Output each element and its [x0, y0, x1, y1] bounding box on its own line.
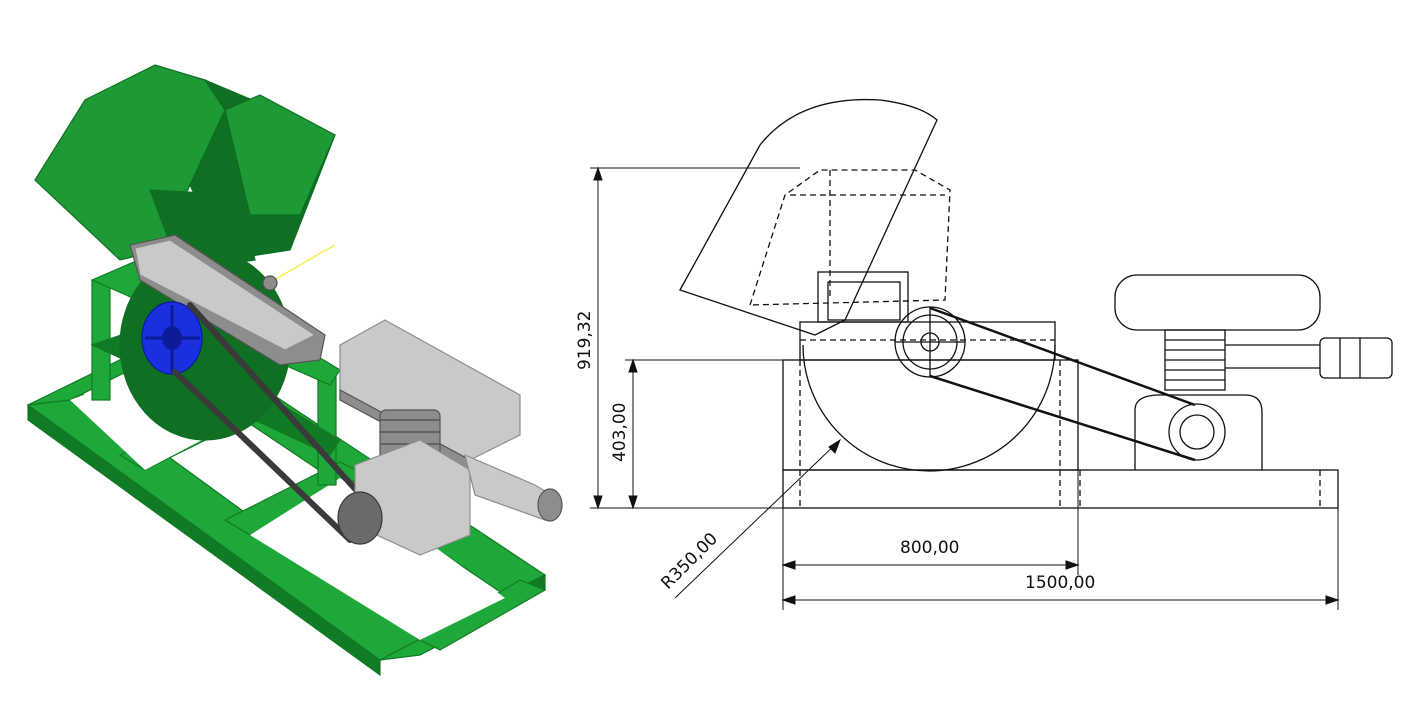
- shaft-axis-line: [264, 244, 336, 286]
- base-gap-2: [250, 478, 505, 640]
- technical-drawing: 919,32 403,00 R350,00 800,00 1500,00: [575, 98, 1393, 610]
- dim-base-height: 403,00: [610, 403, 630, 462]
- motor-pulley: [337, 491, 383, 545]
- engine: [337, 319, 563, 556]
- dim-inner-length: 800,00: [900, 538, 959, 558]
- dimension-lines: [590, 166, 1340, 610]
- base-rail-left-side: [27, 403, 381, 677]
- dim-total-length: 1500,00: [1025, 573, 1095, 593]
- engine-drawing: [1114, 274, 1393, 470]
- drive-pulley: [141, 301, 203, 375]
- cutter-cover-top: [134, 239, 317, 351]
- dim-total-height: 919,32: [575, 311, 595, 370]
- top-deck: [799, 321, 1056, 361]
- exhaust-tip: [537, 488, 563, 522]
- hopper-lowered-outline: [749, 169, 951, 306]
- drive-belt: [172, 302, 368, 543]
- rotor-circle: [802, 344, 1056, 472]
- belt-drawing: [929, 306, 1196, 462]
- isometric-view: [26, 64, 563, 677]
- shaft-end: [262, 275, 278, 291]
- hopper-raised-outline: [679, 98, 938, 336]
- hopper: [34, 64, 336, 271]
- hopper-front-face: [224, 94, 336, 216]
